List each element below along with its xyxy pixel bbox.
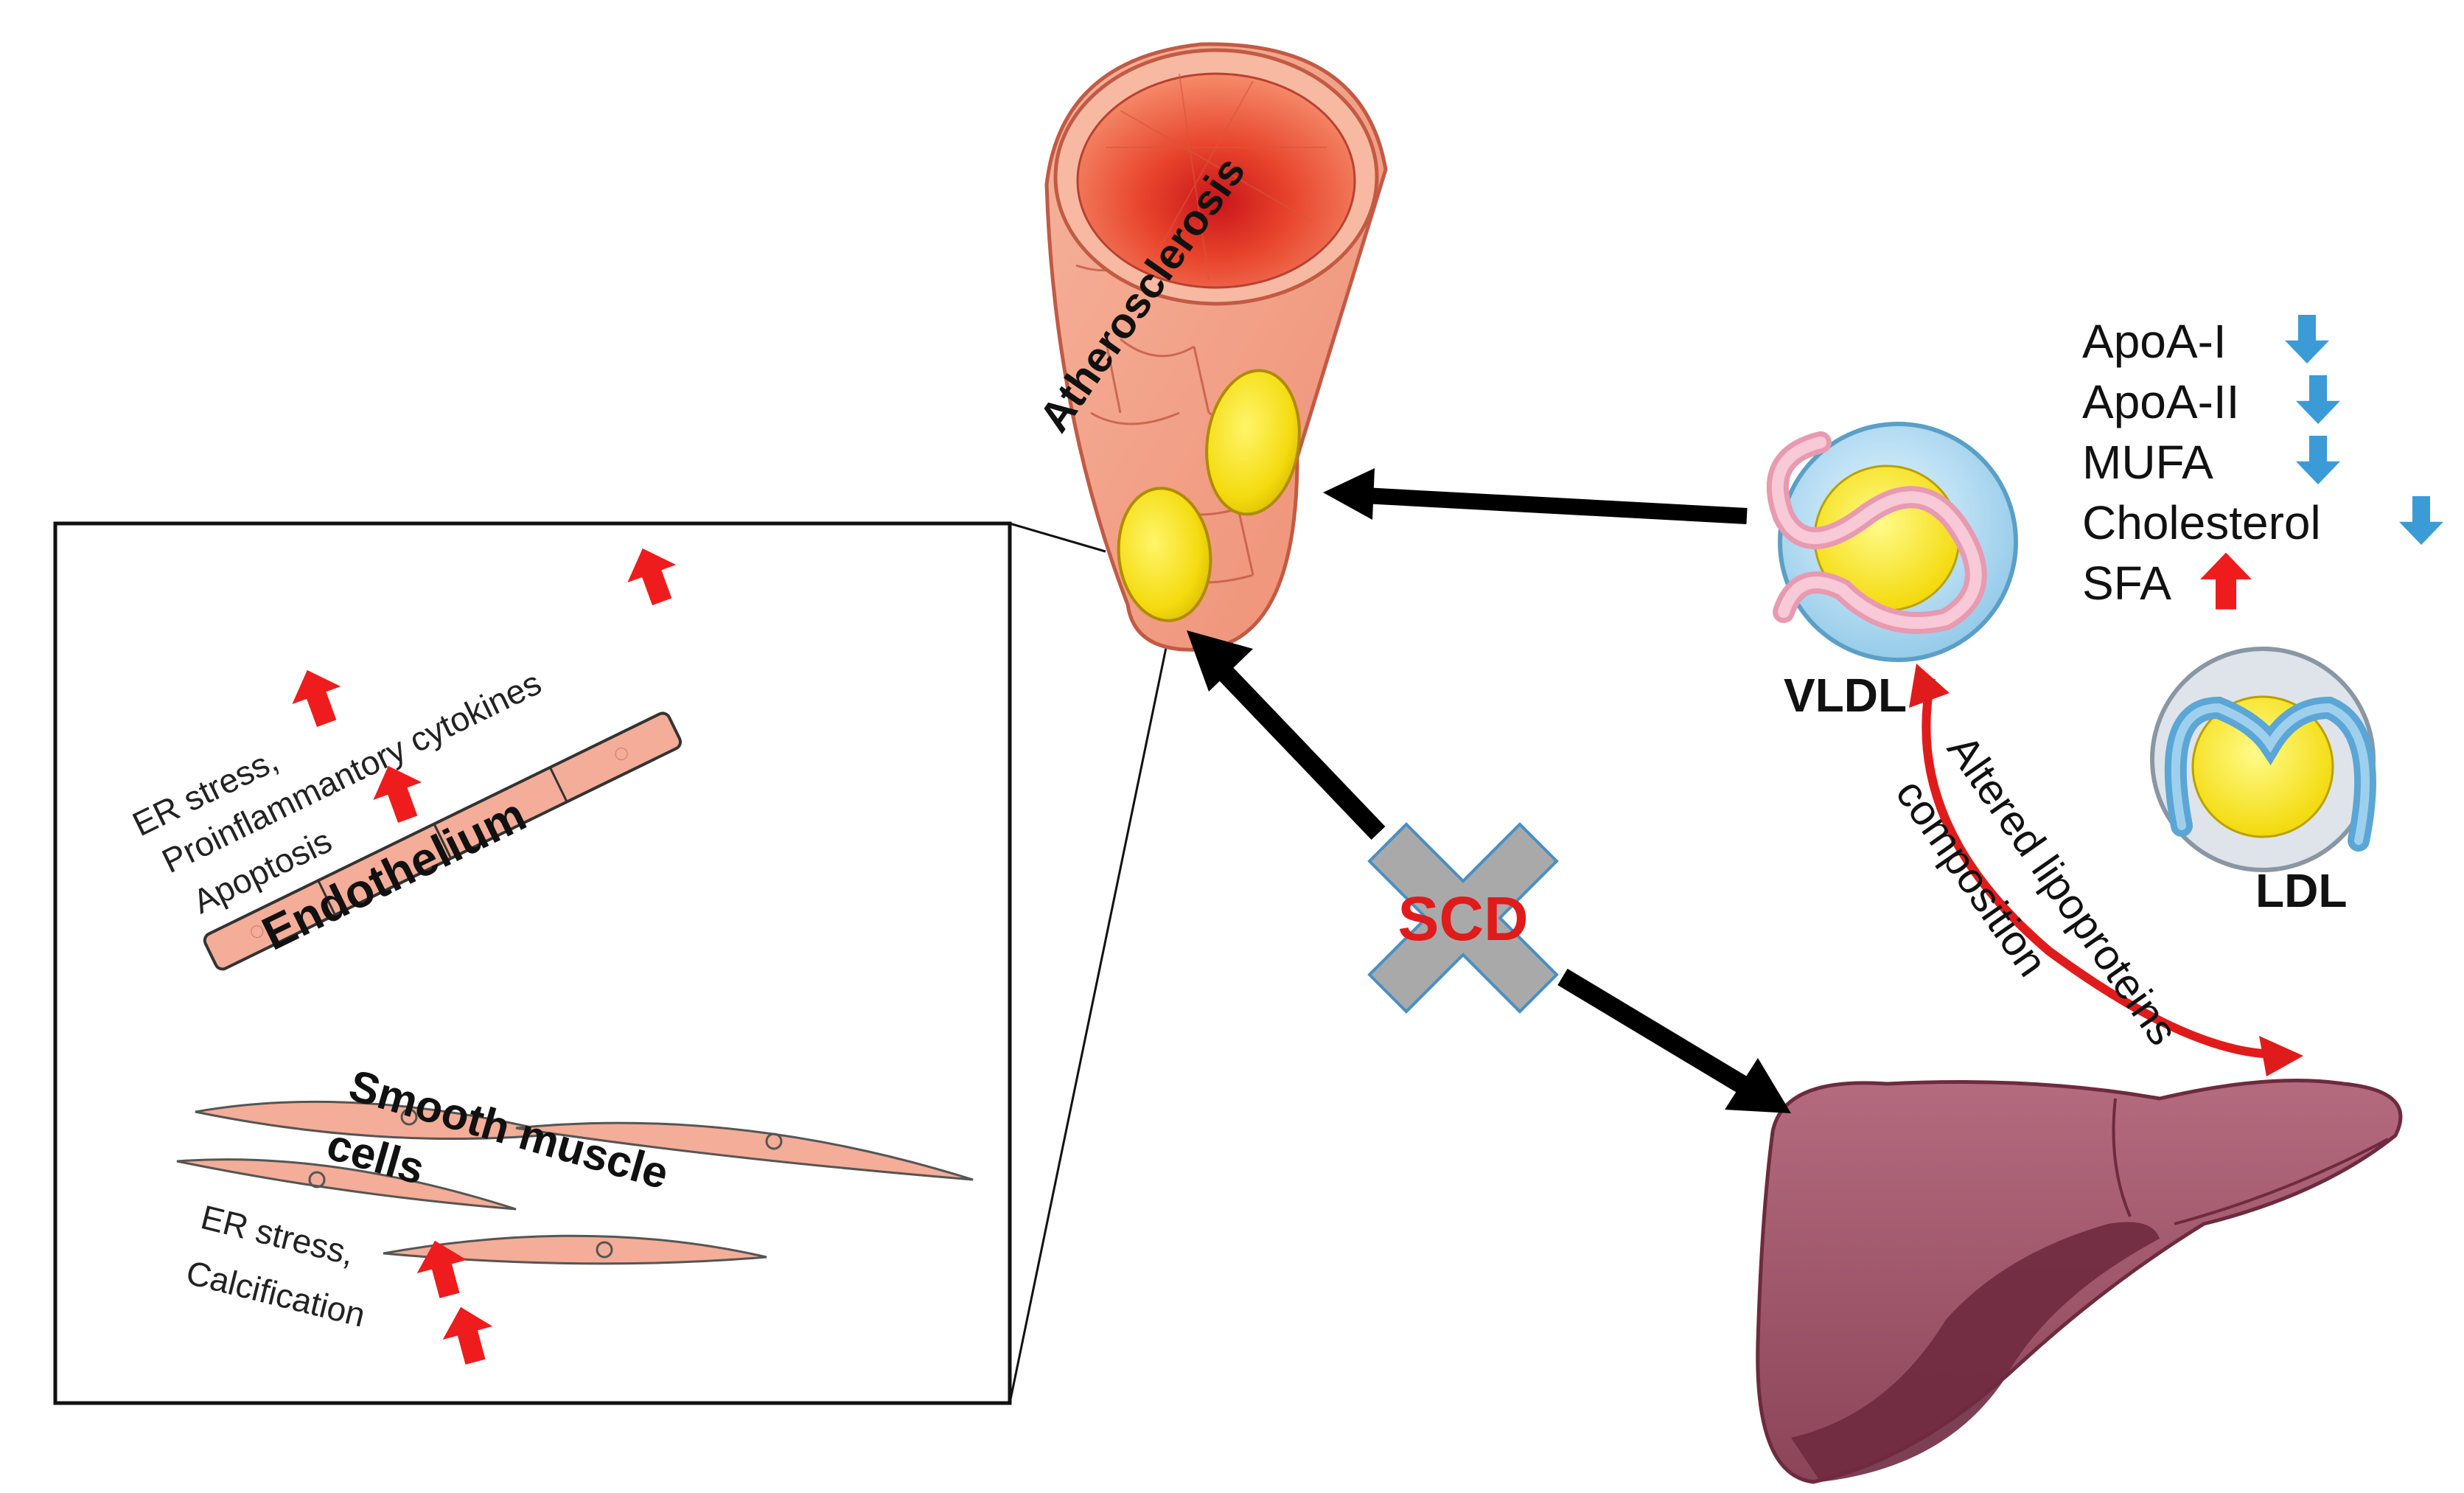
lipid-sfa-up-arrow bbox=[2200, 552, 2252, 610]
vldl-to-artery-arrow bbox=[1323, 468, 1748, 524]
lipid-cholesterol-label: Cholesterol bbox=[2082, 496, 2321, 549]
altered-lipoproteins-arrow bbox=[1909, 664, 2303, 1076]
zoom-line-bottom bbox=[1008, 619, 1173, 1404]
ldl-particle bbox=[2150, 647, 2376, 872]
smooth-muscle-cells bbox=[176, 1100, 974, 1265]
liver-illustration bbox=[1756, 1079, 2403, 1484]
ldl-label: LDL bbox=[2255, 864, 2347, 917]
lipid-cholesterol-down-arrow bbox=[2399, 496, 2443, 545]
lipid-apoa2-label: ApoA-II bbox=[2082, 375, 2239, 428]
lipid-apoa1-label: ApoA-I bbox=[2082, 315, 2227, 368]
scd-label: SCD bbox=[1397, 884, 1528, 953]
lipid-apoa1-down-arrow bbox=[2285, 315, 2329, 363]
lipid-mufa-label: MUFA bbox=[2082, 436, 2213, 489]
lipid-changes-list: ApoA-I ApoA-II MUFA Cholesterol SFA bbox=[2082, 315, 2443, 610]
zoom-line-top bbox=[1009, 522, 1106, 553]
lipid-sfa-label: SFA bbox=[2082, 557, 2171, 610]
vldl-particle bbox=[1766, 422, 2018, 662]
endothelium-strip bbox=[203, 711, 683, 971]
lipid-apoa2-down-arrow bbox=[2296, 375, 2340, 424]
lipid-mufa-down-arrow bbox=[2296, 436, 2340, 484]
scd-to-artery-arrow bbox=[1187, 630, 1386, 840]
artery-illustration bbox=[1044, 42, 1388, 652]
scd-to-liver-arrow bbox=[1557, 968, 1791, 1113]
scd-inhibition-cross bbox=[1367, 822, 1559, 1014]
vldl-label: VLDL bbox=[1784, 669, 1907, 722]
